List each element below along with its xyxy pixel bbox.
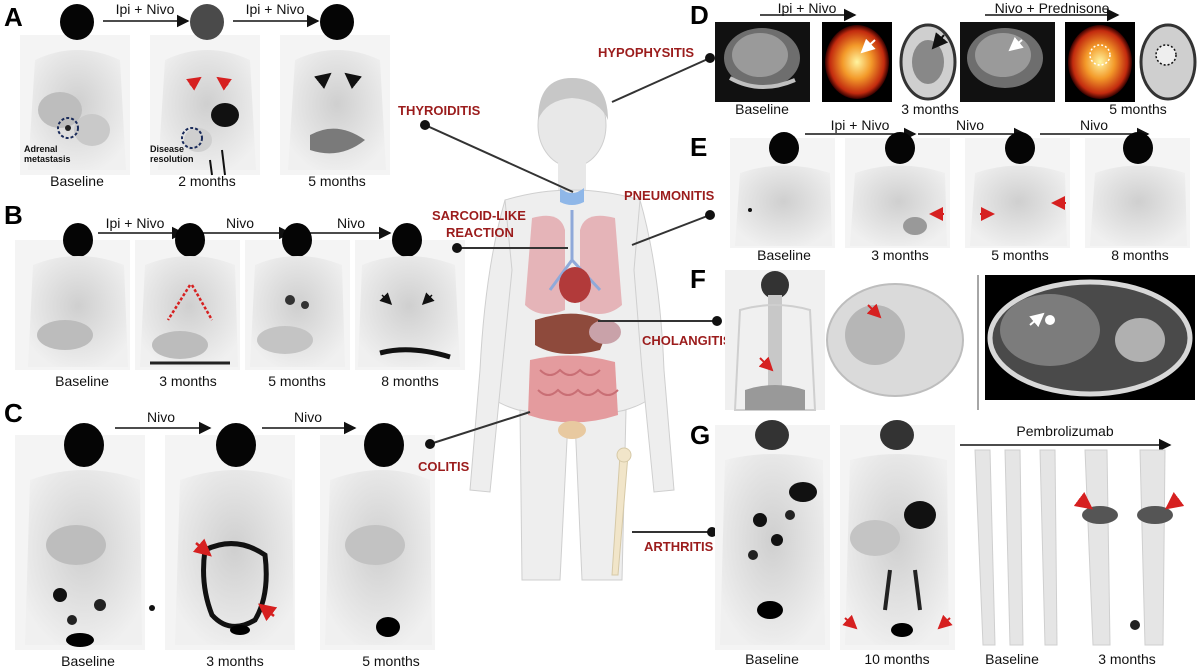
panel-e-caption-2: 3 months [871,247,929,263]
panel-e-caption-3: 5 months [991,247,1049,263]
panel-a-caption-1: Baseline [50,173,104,189]
pet-d-5months-color [1065,22,1135,102]
pet-scan-b-3months [135,223,240,370]
panel-f-graphic [725,270,1195,411]
pet-scan-e-3months [845,132,950,248]
panel-f-letter: F [690,264,706,294]
panel-c-graphic [15,421,435,650]
panel-b-treatment-1: Ipi + Nivo [105,215,165,231]
panel-b-caption-4: 8 months [381,373,439,389]
panel-a-annotation-adrenal: Adrenal metastasis [24,144,71,164]
panel-d-caption-1: Baseline [735,101,789,117]
panel-b-caption-2: 3 months [159,373,217,389]
panel-a-treatment-2: Ipi + Nivo [245,1,305,17]
pet-d-3months-gray [898,18,958,104]
pet-scan-a-baseline [20,4,130,175]
pet-scan-b-5months [245,223,350,370]
panel-e-caption-1: Baseline [757,247,811,263]
panel-c-caption-1: Baseline [61,653,115,669]
panel-c-treatment-2: Nivo [293,409,323,425]
label-sarcoid-line1: SARCOID-LIKE [432,208,526,223]
panel-g-caption-4: 3 months [1098,651,1156,667]
panel-b-treatment-3: Nivo [336,215,366,231]
label-sarcoid-line2: REACTION [446,225,514,240]
pet-scan-b-baseline [15,223,130,370]
mri-d-baseline [715,22,810,102]
thyroid-organ [560,188,584,205]
panel-g-caption-1: Baseline [745,651,799,667]
label-hypophysitis: HYPOPHYSITIS [598,45,695,60]
panel-d-caption-2: 3 months [901,101,959,117]
panel-b-treatment-2: Nivo [225,215,255,231]
panel-d-graphic [715,8,1198,104]
mri-d-5months [960,22,1055,102]
panel-a-letter: A [4,2,23,32]
pet-scan-a-2months [150,4,260,176]
pet-scan-c-3months [165,423,295,650]
panel-a-caption-3: 5 months [308,173,366,189]
pet-scan-b-8months [355,223,465,370]
label-cholangitis: CHOLANGITIS [642,333,732,348]
pet-scan-f-coronal [725,270,825,411]
pet-scan-g-baseline-body [715,420,830,650]
panel-c-letter: C [4,398,23,428]
panel-b-graphic [15,223,465,370]
pet-scan-g-10months-body [840,420,955,650]
panel-c-caption-2: 3 months [206,653,264,669]
panel-d-treatment-2: Nivo + Prednisone [994,0,1110,16]
pet-scan-e-baseline [730,132,835,248]
pet-scan-c-5months [320,423,435,650]
pet-scan-c-baseline [15,423,155,650]
panel-e-treatment-3: Nivo [1079,117,1109,133]
panel-a-graphic [20,4,390,176]
panel-g-caption-2: 10 months [864,651,930,667]
label-colitis: COLITIS [418,459,470,474]
panel-d-caption-3: 5 months [1109,101,1167,117]
label-arthritis: ARTHRITIS [644,539,714,554]
panel-b-caption-3: 5 months [268,373,326,389]
panel-d-letter: D [690,0,709,30]
panel-e-letter: E [690,132,708,162]
panel-g-letter: G [690,420,711,450]
panel-d-treatment-1: Ipi + Nivo [777,0,837,16]
pet-scan-a-5months [280,4,390,175]
pet-scan-e-5months [965,132,1070,248]
panel-c-caption-3: 5 months [362,653,420,669]
label-thyroiditis: THYROIDITIS [398,103,481,118]
panel-b-caption-1: Baseline [55,373,109,389]
pet-scan-e-8months [1085,132,1190,248]
panel-b-letter: B [4,200,23,230]
panel-e-graphic [730,127,1190,248]
panel-c-treatment-1: Nivo [146,409,176,425]
pet-d-3months-color [822,22,892,102]
panel-g-caption-3: Baseline [985,651,1039,667]
pet-scan-g-baseline-legs [974,449,1058,646]
panel-e-treatment-2: Nivo [955,117,985,133]
mri-f-axial [985,275,1195,400]
panel-e-treatment-1: Ipi + Nivo [830,117,890,133]
pet-d-5months-gray [1139,18,1198,104]
pet-scan-f-axial [826,283,964,397]
panel-e-caption-4: 8 months [1111,247,1169,263]
panel-g-graphic [715,420,1185,650]
panel-g-treatment-1: Pembrolizumab [1016,423,1114,439]
panel-a-annotation-resolution: Disease resolution [150,144,194,164]
pet-scan-g-3months-legs [1073,449,1185,646]
label-pneumonitis: PNEUMONITIS [624,188,715,203]
panel-a-treatment-1: Ipi + Nivo [115,1,175,17]
panel-a-caption-2: 2 months [178,173,236,189]
